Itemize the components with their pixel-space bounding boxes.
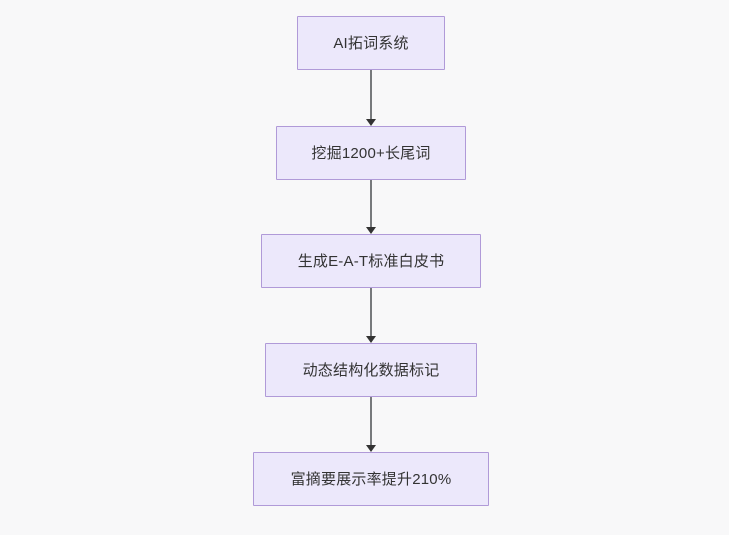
flowchart-node-4[interactable]: 动态结构化数据标记	[265, 343, 477, 397]
flowchart-node-label: 动态结构化数据标记	[302, 361, 440, 379]
flowchart-node-1[interactable]: AI拓词系统	[297, 16, 445, 70]
flowchart-node-label: 挖掘1200+长尾词	[311, 144, 431, 162]
edge-arrow	[364, 70, 378, 126]
edge-arrow	[364, 180, 378, 234]
edge-arrow	[364, 288, 378, 343]
flowchart-node-2[interactable]: 挖掘1200+长尾词	[276, 126, 466, 180]
flowchart-node-label: AI拓词系统	[333, 34, 409, 52]
flowchart-node-label: 富摘要展示率提升210%	[290, 470, 452, 488]
flowchart-node-5[interactable]: 富摘要展示率提升210%	[253, 452, 489, 506]
flowchart-node-3[interactable]: 生成E-A-T标准白皮书	[261, 234, 481, 288]
edge-arrow	[364, 397, 378, 452]
flowchart-node-label: 生成E-A-T标准白皮书	[297, 252, 445, 270]
